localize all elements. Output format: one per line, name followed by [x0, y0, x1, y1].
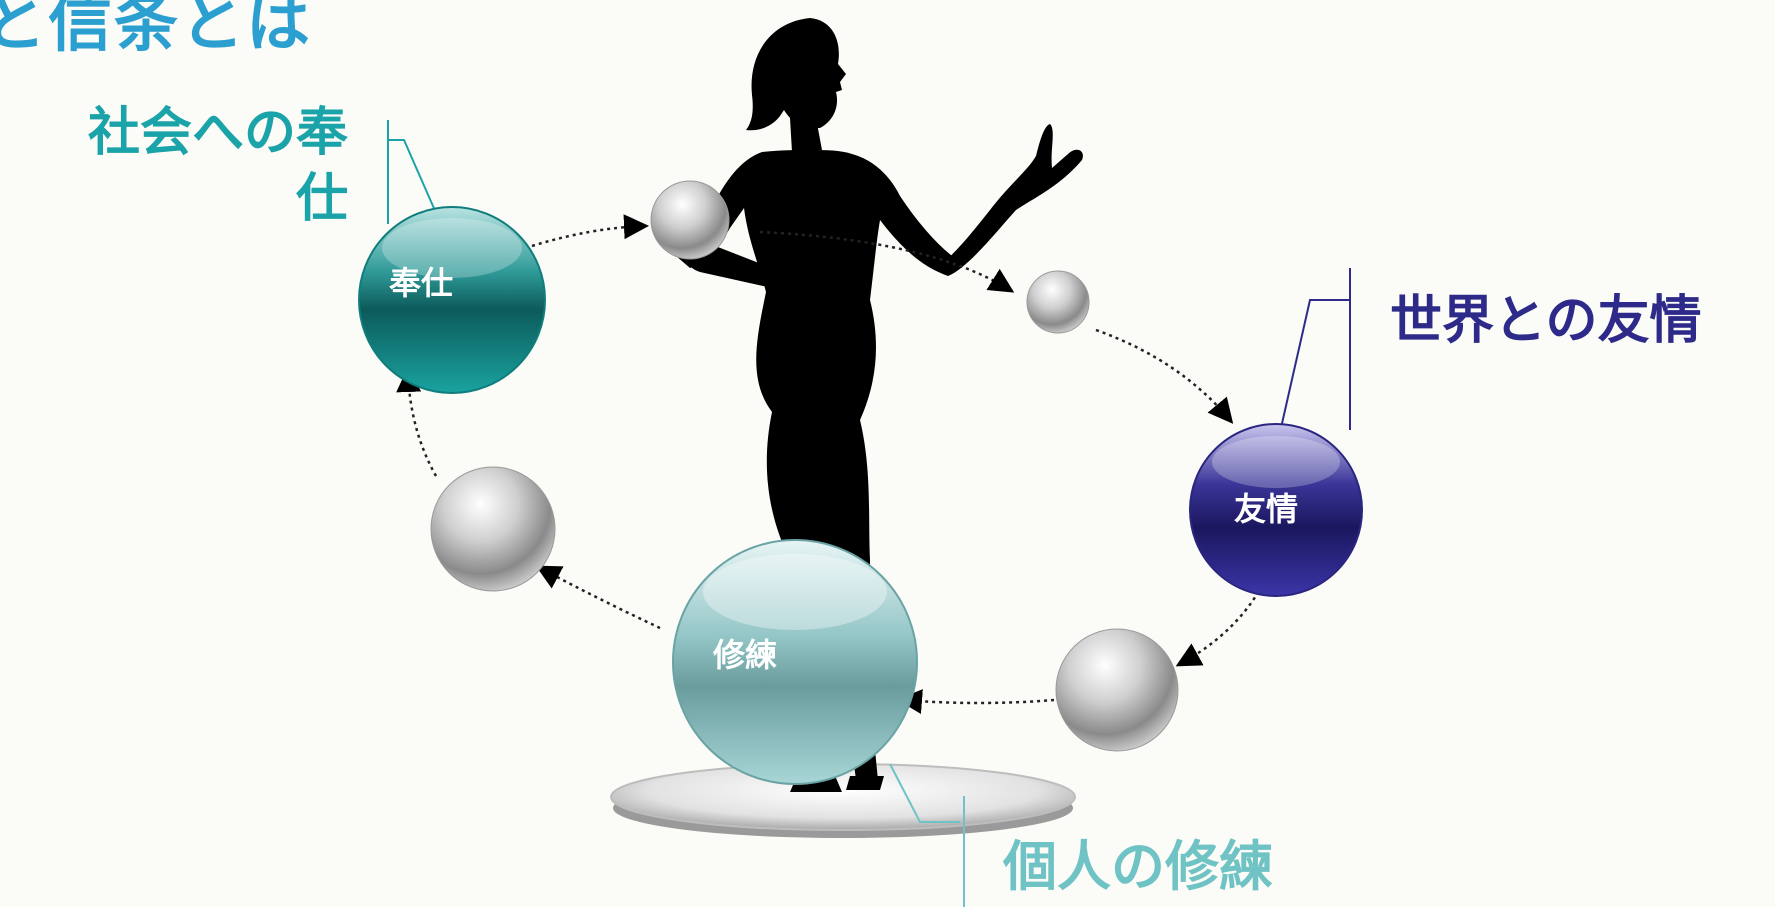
leader-lines — [387, 120, 1351, 907]
training-label: 個人の修練 — [1003, 835, 1273, 898]
silver-orb-top — [650, 180, 730, 260]
cycle-arrows — [396, 214, 1282, 714]
service-orb — [358, 206, 546, 394]
silver-orb-right — [1026, 270, 1090, 334]
service-label: 社会への奉仕 — [87, 103, 348, 229]
friendship-label: 世界との友情 — [1390, 291, 1702, 351]
page-title: と信条とは — [0, 0, 312, 61]
training-orb-label: 修練 — [713, 636, 778, 674]
friendship-orb-label: 友情 — [1234, 490, 1299, 528]
silver-orb-left — [430, 466, 556, 592]
training-orb — [672, 539, 918, 785]
silver-orb-bottom-right — [1055, 628, 1179, 752]
service-orb-label: 奉仕 — [389, 264, 454, 302]
friendship-orb — [1189, 423, 1363, 597]
